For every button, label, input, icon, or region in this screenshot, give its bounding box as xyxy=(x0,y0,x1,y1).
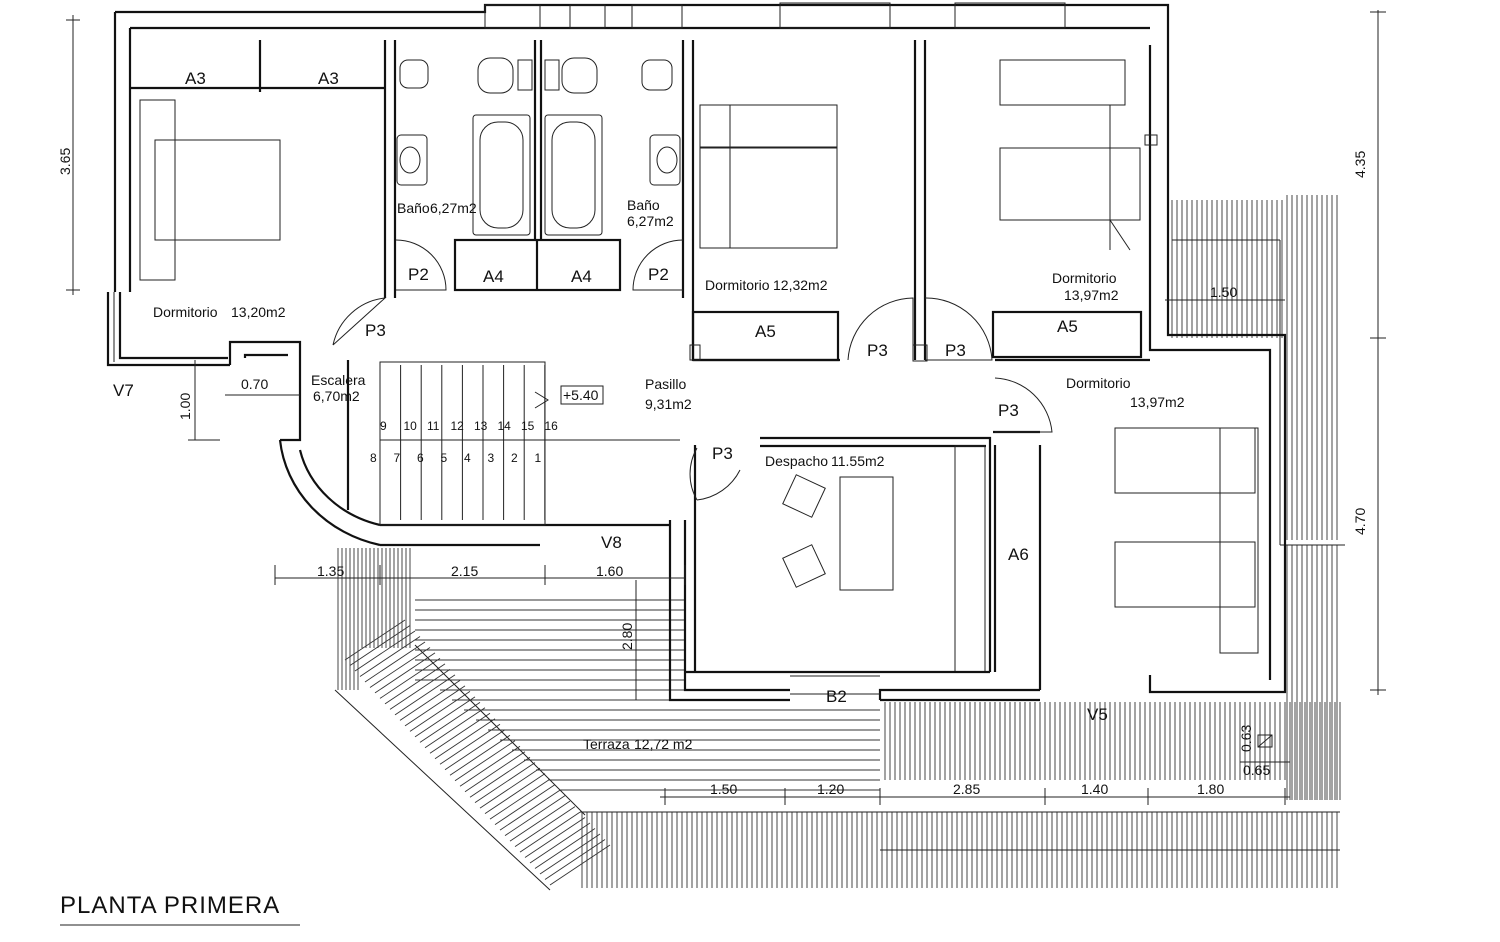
dim-065: 0.65 xyxy=(1243,762,1270,778)
label-v5: V5 xyxy=(1087,705,1108,724)
dim-120: 1.20 xyxy=(817,781,844,797)
room-area-pasillo: 9,31m2 xyxy=(645,396,692,412)
room-area-terraza: 12,72 m2 xyxy=(634,736,693,752)
label-a4-left: A4 xyxy=(483,267,504,286)
label-v7: V7 xyxy=(113,381,134,400)
terrace-decking-bottom xyxy=(580,702,1341,888)
stair-step-number: 15 xyxy=(521,419,535,433)
stair-step-number: 11 xyxy=(427,419,440,433)
stair-step-number: 14 xyxy=(498,419,512,433)
label-p2-left: P2 xyxy=(408,265,429,284)
room-area-despacho: 11.55m2 xyxy=(831,453,885,469)
stair-step-number: 9 xyxy=(380,419,387,433)
label-p2-right: P2 xyxy=(648,265,669,284)
room-name-escalera: Escalera xyxy=(311,372,366,388)
stair-step-number: 2 xyxy=(511,451,518,465)
label-a3-right: A3 xyxy=(318,69,339,88)
room-area-escalera: 6,70m2 xyxy=(313,388,360,404)
terrace-decking-left xyxy=(337,548,411,690)
room-name-dormitorio-2: Dormitorio xyxy=(705,277,770,293)
furniture xyxy=(139,57,1259,654)
label-p3-b: P3 xyxy=(867,341,888,360)
label-v8: V8 xyxy=(601,533,622,552)
dim-280: 2.80 xyxy=(619,623,635,650)
label-p3-d: P3 xyxy=(998,401,1019,420)
terrace-decking-diagonal xyxy=(334,619,611,891)
label-b2: B2 xyxy=(826,687,847,706)
label-a4-right: A4 xyxy=(571,267,592,286)
dim-180: 1.80 xyxy=(1197,781,1224,797)
dim-100: 1.00 xyxy=(177,393,193,420)
interior-walls xyxy=(130,40,1150,690)
outer-walls xyxy=(106,3,1287,702)
stair-step-number: 3 xyxy=(488,451,495,465)
room-area-dormitorio-2: 12,32m2 xyxy=(773,277,828,293)
dim-285: 2.85 xyxy=(953,781,980,797)
stair-step-number: 1 xyxy=(535,451,542,465)
dim-160: 1.60 xyxy=(596,563,623,579)
label-a5-right: A5 xyxy=(1057,317,1078,336)
stair-step-number: 4 xyxy=(464,451,471,465)
room-name-bano-1: Baño xyxy=(397,200,430,216)
dim-470: 4.70 xyxy=(1352,508,1368,535)
labels: A3 A3 A4 A4 A5 A5 A6 P2 P2 P3 P3 P3 P3 P… xyxy=(57,69,1368,919)
dim-150-right: 1.50 xyxy=(1210,284,1237,300)
room-name-dormitorio-4: Dormitorio xyxy=(1066,375,1131,391)
stair-step-number: 5 xyxy=(441,451,448,465)
room-name-dormitorio-3: Dormitorio xyxy=(1052,270,1117,286)
room-area-dormitorio-1: 13,20m2 xyxy=(231,304,286,320)
label-a6: A6 xyxy=(1008,545,1029,564)
room-name-dormitorio-1: Dormitorio xyxy=(153,304,218,320)
stair-step-number: 8 xyxy=(370,451,377,465)
dim-365: 3.65 xyxy=(57,148,73,175)
room-area-bano-1: 6,27m2 xyxy=(430,200,477,216)
room-name-pasillo: Pasillo xyxy=(645,376,686,392)
stair-step-number: 7 xyxy=(394,451,401,465)
terrace-decking-center xyxy=(415,599,880,791)
room-name-despacho: Despacho xyxy=(765,453,828,469)
stair-step-number: 13 xyxy=(474,419,488,433)
balcony-decking-right xyxy=(1171,195,1345,800)
dim-135: 1.35 xyxy=(317,563,344,579)
label-a3-left: A3 xyxy=(185,69,206,88)
dim-435: 4.35 xyxy=(1352,151,1368,178)
terrace-decking xyxy=(334,195,1345,891)
top-windows xyxy=(484,2,1066,29)
door-swings xyxy=(332,134,1158,501)
label-p3-c: P3 xyxy=(945,341,966,360)
dim-150-bottom: 1.50 xyxy=(710,781,737,797)
room-area-bano-2: 6,27m2 xyxy=(627,213,674,229)
dimension-lines xyxy=(60,10,1386,926)
stair-step-number: 6 xyxy=(417,451,424,465)
stair-step-number: 10 xyxy=(404,419,418,433)
label-p3-e: P3 xyxy=(712,444,733,463)
dim-215: 2.15 xyxy=(451,563,478,579)
label-a5-left: A5 xyxy=(755,322,776,341)
room-area-dormitorio-4: 13,97m2 xyxy=(1130,394,1185,410)
label-p3-a: P3 xyxy=(365,321,386,340)
level-marker: +5.40 xyxy=(563,387,599,403)
stair-treads: 9 10 11 12 13 14 15 16 8 7 6 5 4 3 2 1 xyxy=(370,365,680,520)
stair-step-number: 16 xyxy=(545,419,559,433)
dim-140: 1.40 xyxy=(1081,781,1108,797)
dim-063: 0.63 xyxy=(1238,725,1254,752)
stair-step-number: 12 xyxy=(451,419,465,433)
dim-070: 0.70 xyxy=(241,376,268,392)
plan-title: PLANTA PRIMERA xyxy=(60,892,280,919)
room-area-dormitorio-3: 13,97m2 xyxy=(1064,287,1119,303)
room-name-bano-2: Baño xyxy=(627,197,660,213)
room-name-terraza: Terraza xyxy=(583,736,630,752)
